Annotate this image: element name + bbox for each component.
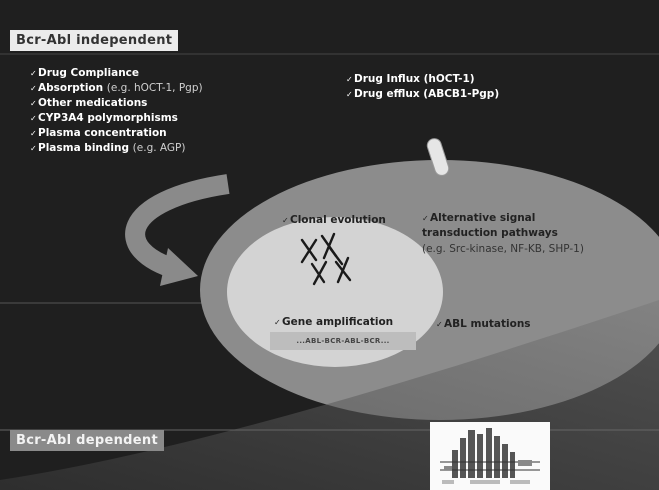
membrane-factor-list: ✓Drug Influx (hOCT-1) ✓Drug efflux (ABCB… <box>346 72 499 102</box>
blot-diagram-icon <box>430 422 550 490</box>
bcr-abl-dependent-label: Bcr-Abl dependent <box>10 430 164 451</box>
factor-item: ✓Absorption (e.g. hOCT-1, Pgp) <box>30 82 203 94</box>
bcr-abl-independent-label: Bcr-Abl independent <box>10 30 179 51</box>
curved-arrow-head <box>160 248 198 286</box>
abl-mutations-label: ✓ABL mutations <box>436 318 531 330</box>
factor-item: ✓Drug Influx (hOCT-1) <box>346 73 475 85</box>
clonal-evolution-label: ✓Clonal evolution <box>282 214 386 226</box>
gene-sequence-bar: ...ABL-BCR-ABL-BCR... <box>270 332 416 350</box>
bcr-abl-dependent-text: Bcr-Abl dependent <box>16 433 158 448</box>
factor-item: ✓Plasma binding (e.g. AGP) <box>30 142 186 154</box>
alternative-pathways-label: ✓Alternative signal transduction pathway… <box>422 212 584 255</box>
alternative-pathways-examples: (e.g. Src-kinase, NF-KB, SHP-1) <box>422 243 584 255</box>
factor-item: ✓CYP3A4 polymorphisms <box>30 112 178 124</box>
curved-arrow <box>125 174 230 280</box>
chromosomes-icon <box>300 232 352 286</box>
nucleus-ellipse <box>227 217 443 367</box>
factor-item: ✓Drug efflux (ABCB1-Pgp) <box>346 88 500 100</box>
bcr-abl-independent-text: Bcr-Abl independent <box>16 33 173 48</box>
transporter-capsule <box>426 138 450 176</box>
factor-item: ✓Drug Compliance <box>30 67 140 79</box>
gene-amplification-label: ✓Gene amplification <box>274 316 394 328</box>
independent-factor-list: ✓Drug Compliance ✓Absorption (e.g. hOCT-… <box>30 66 203 156</box>
factor-item: ✓Plasma concentration <box>30 127 167 139</box>
factor-item: ✓Other medications <box>30 97 148 109</box>
